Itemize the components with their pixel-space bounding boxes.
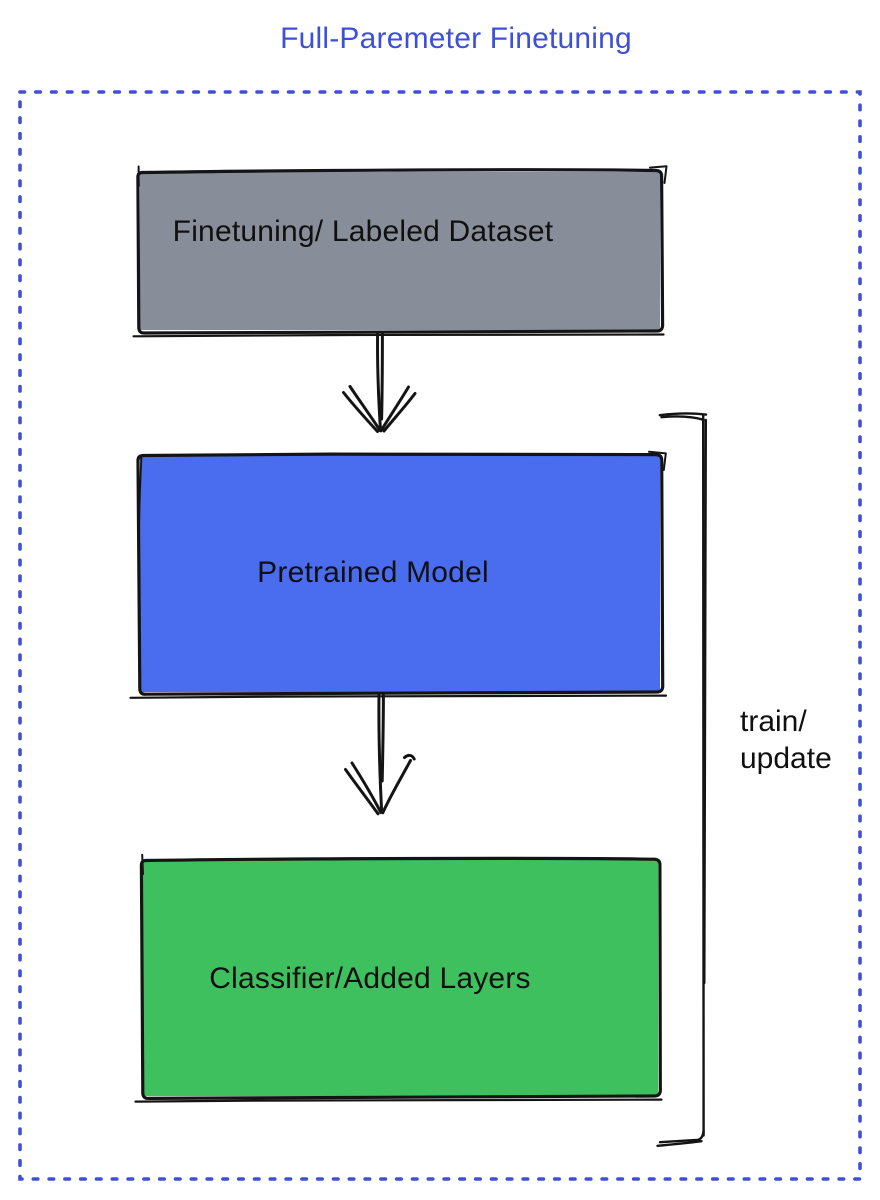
bracket-top-hook-double [660,415,705,421]
arrowhead-right [379,385,410,433]
box-classifier-added-layers-outline [139,856,662,1101]
arrowhead-left [348,385,382,432]
bracket-label-line2: update [740,742,832,775]
box-pretrained-model-left-double [137,454,143,601]
box-classifier-added-layers-fill [142,860,658,1096]
arrowhead-left-double [344,768,380,816]
box-pretrained-model-fill [140,455,660,692]
ink-layer [129,165,708,1147]
arrowhead-left [350,761,383,814]
box-pretrained-model-outline [136,452,665,696]
box-pretrained-model-corner-mark [648,450,667,471]
box-finetuning-dataset [132,165,668,338]
arrow-shaft [377,694,384,812]
box-classifier-added-layers-label: Classifier/Added Layers [209,962,531,995]
bracket-vertical-double [703,418,707,985]
box-finetuning-dataset-understroke [132,333,665,338]
bracket-label-line1: train/ [740,705,807,738]
arrowhead-right [381,759,412,815]
box-pretrained-model-understroke [129,694,668,699]
train-update-bracket [656,412,708,1147]
box-pretrained-model [129,450,668,699]
arrowhead-right-flick [403,753,416,761]
arrow-shaft [376,332,382,430]
box-classifier-added-layers-corner-mark [141,853,144,875]
arrow-shaft-double [380,332,384,421]
bracket-top-hook [658,412,708,417]
box-pretrained-model-label: Pretrained Model [257,556,489,589]
arrow-pretrained-to-classifier [344,694,416,816]
box-finetuning-dataset-outline [136,168,665,335]
bracket-bottom-hook-double [656,1140,703,1147]
arrowhead-left-double [342,391,379,433]
bracket-bottom-hook [658,1129,705,1144]
box-finetuning-dataset-label: Finetuning/ Labeled Dataset [172,215,554,248]
arrow-shaft-double [380,694,385,783]
arrowhead-right-double [382,392,417,433]
box-finetuning-dataset-corner-mark [649,165,668,184]
diagram-title: Full-Paremeter Finetuning [280,22,632,55]
box-finetuning-dataset-fill [140,172,660,330]
bracket-label: train/ update [740,703,832,777]
box-classifier-added-layers [134,853,663,1103]
arrow-dataset-to-pretrained [342,332,417,433]
box-classifier-added-layers-understroke [134,1098,663,1103]
